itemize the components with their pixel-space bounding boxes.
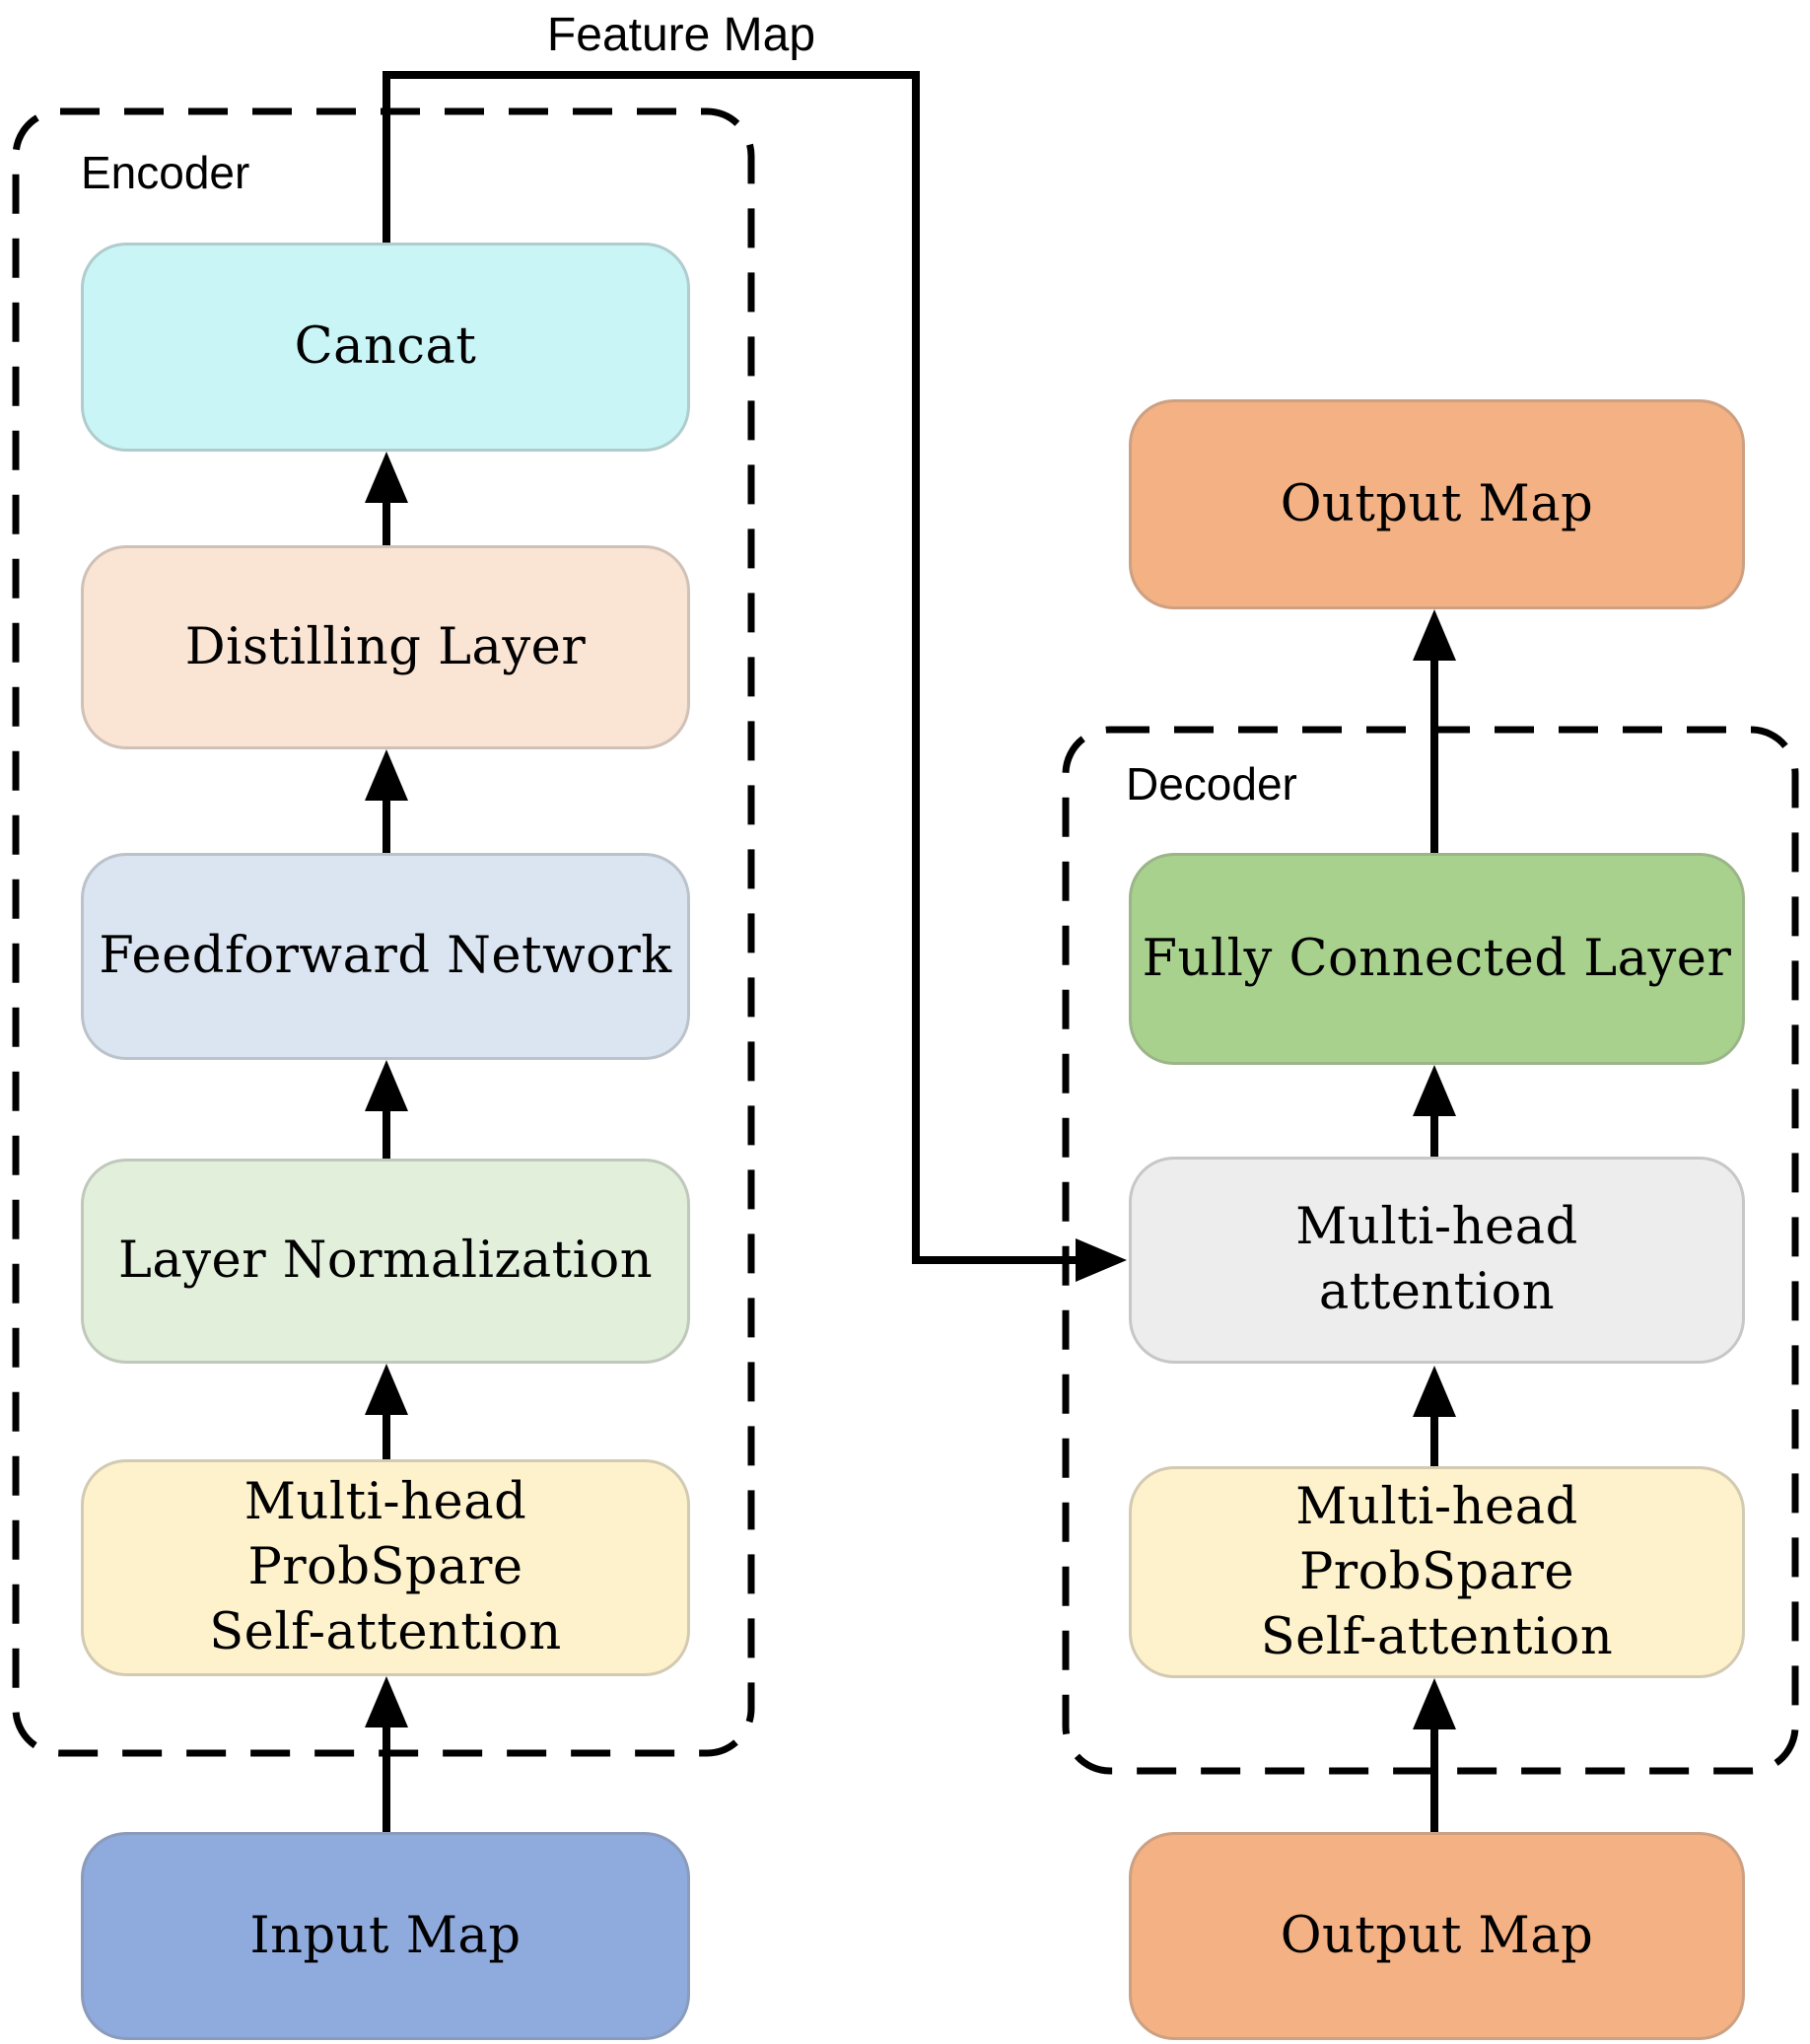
- decoder-label: Decoder: [1126, 758, 1297, 810]
- box-text-line: Multi-head: [244, 1473, 527, 1531]
- arrow-layernorm-to-feedforward: [365, 1060, 408, 1159]
- arrow-inputmap-to-probsparse: [365, 1676, 408, 1832]
- encoder-box-layer-normalization: Layer Normalization: [81, 1159, 690, 1364]
- arrowhead-up: [1413, 1678, 1456, 1729]
- box-text-line: ProbSpare: [247, 1538, 523, 1596]
- box-text-line: Self-attention: [209, 1603, 562, 1661]
- arrow-mha-to-fcl: [1413, 1065, 1456, 1157]
- input-map-box: Input Map: [81, 1832, 690, 2040]
- arrowhead-up: [365, 749, 408, 801]
- box-text-line: attention: [1318, 1263, 1556, 1321]
- arrow-distilling-to-concat: [365, 452, 408, 545]
- arrow-fcl-to-outputmap: [1413, 609, 1456, 853]
- encoder-box-distilling-layer: Distilling Layer: [81, 545, 690, 749]
- arrowhead-up: [365, 1060, 408, 1111]
- arrowhead-up: [1413, 609, 1456, 661]
- decoder-box-multihead-attention: Multi-head attention: [1129, 1157, 1745, 1364]
- arrow-outputmap-to-probsparse: [1413, 1678, 1456, 1832]
- arrowhead-up: [1413, 1065, 1456, 1116]
- box-text-line: Multi-head: [1295, 1477, 1578, 1536]
- box-text-line: Self-attention: [1260, 1607, 1614, 1666]
- box-text-line: ProbSpare: [1298, 1542, 1575, 1601]
- encoder-box-multihead-probsparse-self-attention: Multi-head ProbSpare Self-attention: [81, 1459, 690, 1676]
- feature-map-label: Feature Map: [546, 9, 816, 61]
- output-map-bottom-box: Output Map: [1129, 1832, 1745, 2040]
- arrowhead-up: [365, 1364, 408, 1415]
- arrow-probsparse-to-layernorm: [365, 1364, 408, 1459]
- arrow-feedforward-to-distilling: [365, 749, 408, 853]
- arrow-probsparse-to-mha: [1413, 1366, 1456, 1466]
- feature-map-connector-line: [383, 71, 1081, 1264]
- encoder-label: Encoder: [81, 147, 250, 198]
- arrowhead-up: [1413, 1366, 1456, 1417]
- box-text-line: Multi-head: [1295, 1198, 1578, 1256]
- encoder-box-feedforward-network: Feedforward Network: [81, 853, 690, 1060]
- decoder-box-fully-connected-layer: Fully Connected Layer: [1129, 853, 1745, 1065]
- encoder-box-concat: Cancat: [81, 243, 690, 452]
- arrowhead-up: [365, 452, 408, 503]
- output-map-top-box: Output Map: [1129, 399, 1745, 609]
- decoder-box-multihead-probsparse-self-attention: Multi-head ProbSpare Self-attention: [1129, 1466, 1745, 1678]
- arrowhead-up: [365, 1676, 408, 1727]
- feature-map-arrowhead: [1076, 1238, 1127, 1282]
